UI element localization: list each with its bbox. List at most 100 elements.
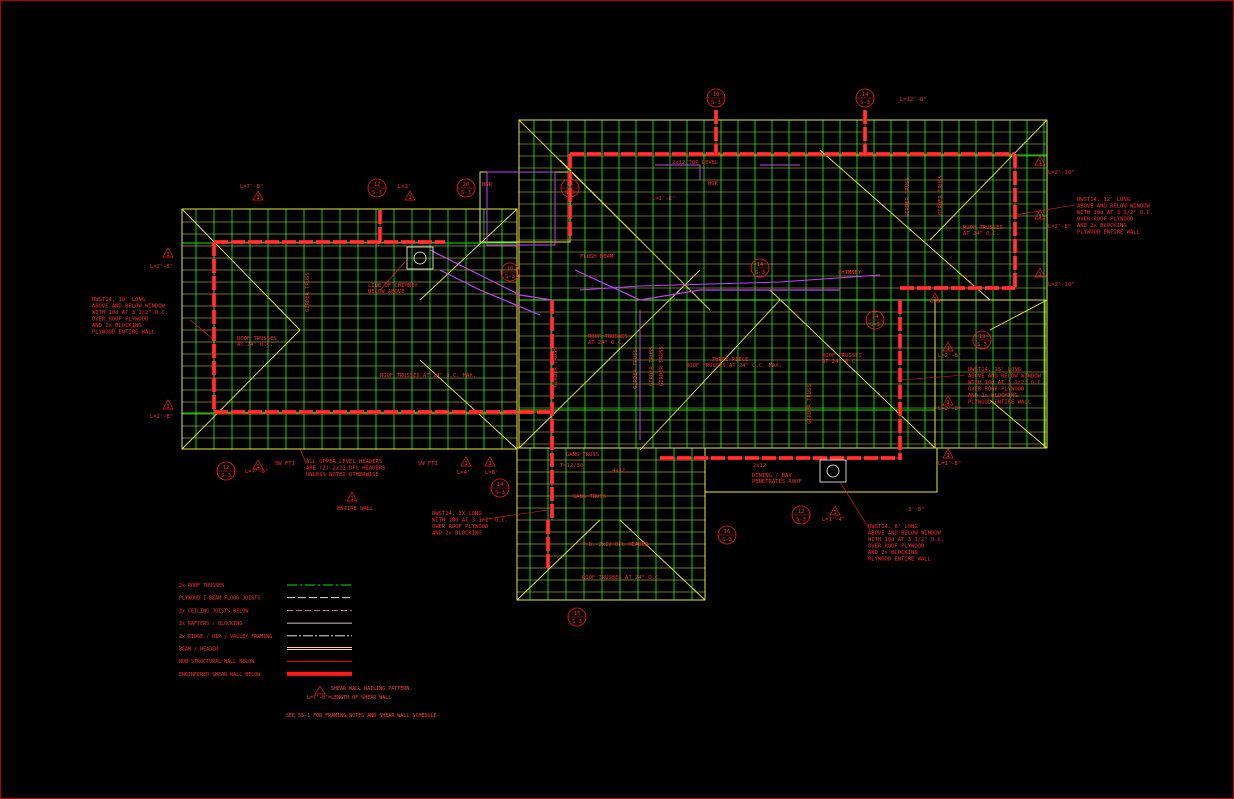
shear-triangle: 1 [460,456,472,467]
hip-line [929,119,1048,241]
shear-triangle-icon [484,456,496,467]
shear-triangle: 1 [929,292,941,303]
callout-sheet: S-3 [755,270,765,276]
shear-triangle-icon [942,341,954,352]
len-13: L=4' [457,470,470,476]
purple-post [655,164,701,180]
label-girder-top: GIRDER TRUSS [905,177,911,217]
shear-triangle-number: 1 [256,464,259,470]
shear-triangle: 1 [346,491,358,502]
note-left-wall: DWST14, 10' LONG ABOVE AND BELOW WINDOW … [92,297,171,336]
roof-outline [181,119,1048,601]
len-2: L=2'-8" [150,414,173,420]
purple-beam [574,269,840,301]
label-hanger-2: HGR [708,181,719,187]
shear-triangle: 1 [942,341,954,352]
shear-triangle-icon [829,505,841,516]
outline-bottom-wing [516,447,706,601]
chimney-flue-icon [413,251,427,265]
hip-line [819,149,991,301]
section-callout: 14S-3 [750,258,770,278]
chimney-box [406,246,434,270]
callout-sheet: S-3 [221,473,231,479]
callout-sheet: S-3 [977,342,987,348]
label-girder-c3: GIRDER TRUSS [938,175,944,215]
shear-triangle-number: 1 [946,453,949,459]
shear-triangle: 1 [484,456,496,467]
label-t-12x: T=12/30 [560,463,583,469]
shear-triangle: 1 [252,190,264,201]
shear-triangle-icon [346,491,358,502]
label-sw-fti-2: SW FTI [418,461,438,467]
shear-triangle: 1 [162,399,174,410]
hip-line [639,299,781,451]
callout-number: 16 [724,529,731,535]
purple-box [486,171,556,246]
legend-shear-length: L=7'-0"=LENGTH OF SHEAR WALL [307,695,391,701]
shear-triangle: 1 [1034,155,1046,166]
hip-line [989,399,1048,449]
legend-triangle-icon [314,685,326,695]
shear-triangle: 1 [829,505,841,516]
bay-box [819,459,847,483]
hip-line [419,359,518,450]
shear-triangle: 1 [404,190,416,201]
legend-label: 2x CEILING JOISTS BELOW [179,608,249,614]
section-callout: 16S-3 [717,525,737,545]
len-8: L=2'-10" [1048,282,1075,288]
shear-triangle-number: 1 [256,195,259,201]
label-gang-truss-2: GANG TRUSS [566,452,599,458]
bay-circle-icon [826,464,840,478]
hip-line [516,519,601,601]
callout-number: 12 [374,182,381,188]
legend-label: 2x RIDGE / HIP / VALLEY FRAMING [179,634,272,640]
hip-line [181,208,301,331]
callout-sheet: S-3 [372,190,382,196]
label-roof-trusses-main: ROOF TRUSSES AT 24" O.C. MAX. [380,373,476,379]
section-callout: 20S-3 [456,178,476,198]
outline-bay [704,447,938,493]
shear-triangle-icon [252,190,264,201]
callout-sheet: S-3 [860,100,870,106]
callout-number: 12 [223,465,230,471]
note-right-top: DWST14, 12' LONG ABOVE AND BELOW WINDOW … [1077,197,1156,236]
label-header-4x12: 4x12 [612,468,625,474]
section-callout: 12S-3 [367,178,387,198]
shear-triangle-icon [460,456,472,467]
hip-valley-lines [181,119,1048,601]
leader-line [899,374,966,381]
callout-number: 15 [574,611,581,617]
legend-shear-pattern: SHEAR WALL NAILING PATTERN [331,686,409,692]
callout-sheet: S-3 [495,490,505,496]
note-upper-headers: ALL UPPER LEVEL HEADERS ARE (2) 2x12 DFL… [306,459,389,478]
shear-triangle: 1 [162,247,174,258]
label-roof-trusses-center: ROOF TRUSSES AT 24" O.C. [588,334,631,346]
shear-triangle-number: 1 [946,400,949,406]
callout-sheet: S-3 [565,190,575,196]
legend-label: 2x ROOF TRUSSES [179,583,224,589]
section-callout: 12S-3 [216,461,236,481]
note-chimney-cont: CHIMNEY [838,270,862,276]
hip-line [559,159,711,311]
label-gang-truss: GANG TRUSS [573,494,606,500]
roof-truss-lines [182,120,1047,600]
label-girder-left: GIRDER TRUSS [305,272,311,312]
hip-line [181,329,301,450]
label-dim-3: 2x12 [753,463,766,469]
len-11: L=1'-8" [938,461,961,467]
len-7: L=2'-8" [1048,224,1071,230]
callout-sheet: S-3 [722,537,732,543]
leader-line [189,319,215,341]
len-15: L=3' [398,184,411,190]
shear-triangle-number: 1 [166,252,169,258]
note-entire-wall: ENTIRE WALL [337,506,374,512]
hip-line [518,269,701,449]
len-3: L=7'-0" [240,184,263,190]
callout-number: 15 [567,182,574,188]
section-callouts: 10S-314S-312S-320S-315S-314S-314S-313S-3… [162,88,1076,627]
shear-triangle: 1 [942,448,954,459]
label-hanger-1: HGR [482,182,493,188]
shear-triangle-icon [942,395,954,406]
